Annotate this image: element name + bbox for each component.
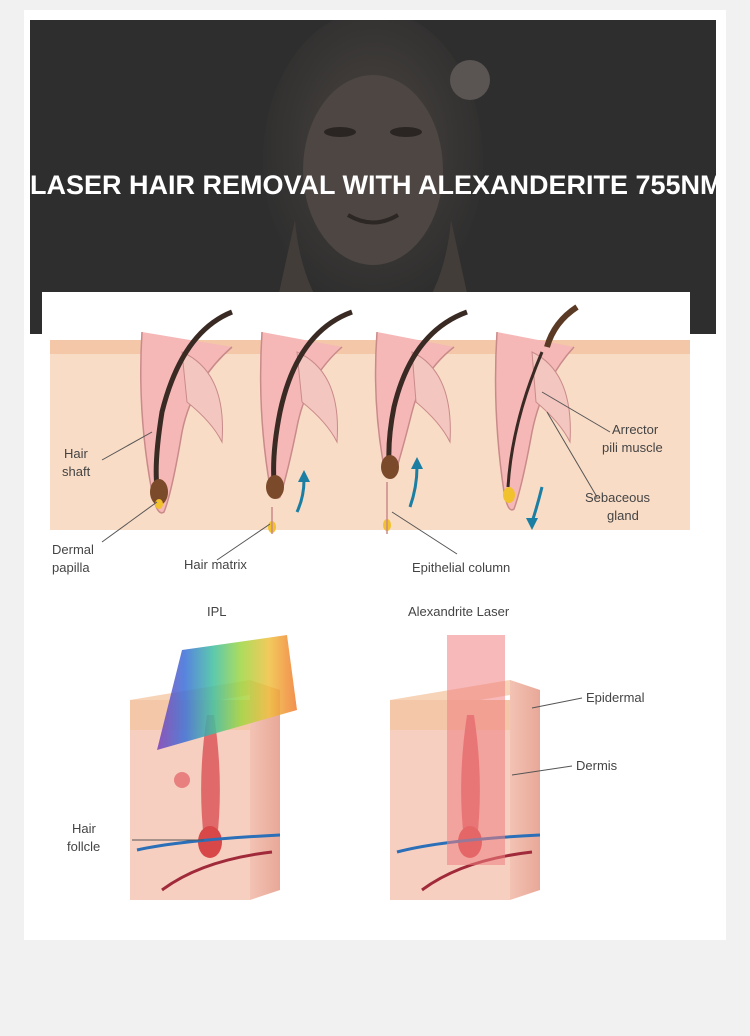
label-hair-follicle-1: Hair	[72, 821, 97, 836]
banner-title: LASER HAIR REMOVAL WITH ALEXANDERITE 755…	[30, 170, 716, 201]
ipl-vs-laser-comparison: IPL Alexandrite Laser Hair follcle	[42, 590, 690, 920]
follicle-diagram: Hair shaft Dermal papilla Hair matrix Ep…	[42, 292, 690, 582]
label-sebaceous-2: gland	[607, 508, 639, 523]
ipl-title: IPL	[207, 604, 227, 619]
label-sebaceous-1: Sebaceous	[585, 490, 651, 505]
laser-beam	[447, 635, 505, 865]
label-epithelial-column: Epithelial column	[412, 560, 510, 575]
label-hair-follicle-2: follcle	[67, 839, 100, 854]
laser-title: Alexandrite Laser	[408, 604, 510, 619]
hero-banner: LASER HAIR REMOVAL WITH ALEXANDERITE 755…	[30, 20, 716, 334]
label-hair-matrix: Hair matrix	[184, 557, 247, 572]
label-arrector-2: pili muscle	[602, 440, 663, 455]
label-arrector-1: Arrector	[612, 422, 659, 437]
label-dermal-papilla-2: papilla	[52, 560, 90, 575]
label-hair-shaft-2: shaft	[62, 464, 91, 479]
label-hair-shaft-1: Hair	[64, 446, 89, 461]
label-epidermal: Epidermal	[586, 690, 645, 705]
label-dermis: Dermis	[576, 758, 618, 773]
label-dermal-papilla-1: Dermal	[52, 542, 94, 557]
